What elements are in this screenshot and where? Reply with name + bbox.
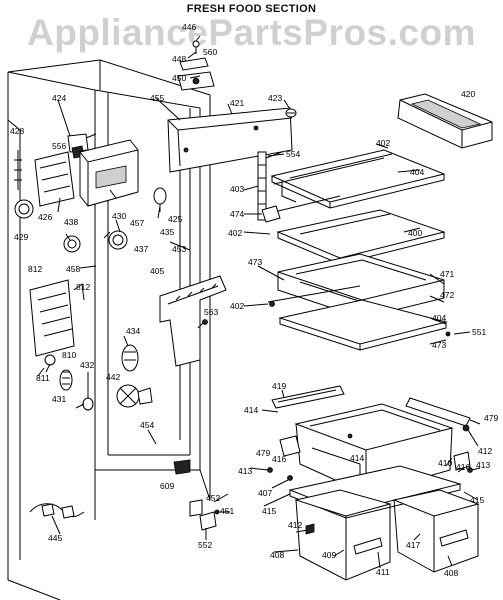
drawer-471-meat-keeper [277,253,445,319]
callout-414-upper: 414 [244,405,258,415]
callout-412-left: 412 [288,520,302,530]
diagram-title: FRESH FOOD SECTION [186,3,317,15]
callout-429: 429 [14,232,28,242]
callout-451: 451 [220,506,234,516]
callout-453: 453 [172,244,186,254]
callout-446: 446 [182,22,196,32]
callout-421: 421 [230,98,244,108]
callout-435: 435 [160,227,174,237]
pan-408-lower-right [392,489,480,573]
callout-417: 417 [406,540,420,550]
callout-448: 448 [172,54,186,64]
callout-560: 560 [203,47,217,57]
callout-410: 410 [438,458,452,468]
part-420-shelf-bin [397,93,493,149]
callout-400: 400 [408,228,422,238]
callout-442: 442 [106,372,120,382]
part-452-bottom-hinge [189,499,220,531]
callout-402-mid: 402 [228,228,242,238]
part-405-air-duct [159,275,227,367]
callout-407: 407 [258,488,272,498]
callout-412-right: 412 [478,446,492,456]
leader-lines [45,35,481,569]
callout-556: 556 [52,141,66,151]
top-hinge-assembly [177,40,215,91]
callout-415-right: 415 [470,495,484,505]
callout-424: 424 [52,93,66,103]
part-423-grommet [285,108,297,118]
callout-415-left: 415 [262,506,276,516]
callout-420: 420 [461,89,475,99]
callout-811: 811 [36,373,50,383]
callout-428: 428 [10,126,24,136]
callout-430: 430 [112,211,126,221]
callout-452: 452 [206,493,220,503]
callout-473-upper: 473 [248,257,262,267]
callout-434: 434 [126,326,140,336]
callout-409: 409 [322,550,336,560]
callout-473-lower: 473 [432,340,446,350]
callout-408-right: 408 [444,568,458,578]
control-components [14,133,167,253]
part-421-control-housing [167,107,293,173]
part-403-shelf-ladder [257,151,283,221]
callout-413-right: 413 [476,460,490,470]
callout-552: 552 [198,540,212,550]
callout-403: 403 [230,184,244,194]
shelf-402-upper [270,149,446,209]
part-number-callouts: 446 560 448 450 420 424 455 421 423 428 … [10,22,498,578]
part-609-cam [173,459,191,475]
callout-404-low: 404 [432,313,446,323]
shelf-404-upper-rails [261,157,385,223]
callout-472: 472 [440,290,454,300]
callout-471: 471 [440,269,454,279]
callout-450: 450 [172,73,186,83]
callout-425: 425 [168,214,182,224]
callout-457: 457 [130,218,144,228]
callout-414-lower: 414 [350,453,364,463]
callout-437: 437 [134,244,148,254]
callout-812-upper: 812 [28,264,42,274]
cover-419-crisper-frame [271,385,471,427]
callout-474: 474 [230,209,244,219]
callout-609: 609 [160,481,174,491]
callout-405: 405 [150,266,164,276]
callout-551: 551 [472,327,486,337]
callout-408-left: 408 [270,550,284,560]
callout-411: 411 [376,567,390,577]
callout-563: 563 [204,307,218,317]
callout-454: 454 [140,420,154,430]
callout-812-lower: 812 [76,282,90,292]
callout-458: 458 [66,264,80,274]
rail-416-414 [267,424,473,473]
callout-404-top: 404 [410,167,424,177]
callout-810: 810 [62,350,76,360]
callout-416-right: 416 [456,462,470,472]
callout-445: 445 [48,533,62,543]
callout-432: 432 [80,360,94,370]
callout-431: 431 [52,394,66,404]
callout-419: 419 [272,381,286,391]
callout-423: 423 [268,93,282,103]
shelf-472-lower [267,285,451,351]
callout-416-left: 416 [272,454,286,464]
part-434-442-fan [116,344,153,408]
callout-426: 426 [38,212,52,222]
callout-479-left: 479 [256,448,270,458]
pan-409-lower-left [294,489,392,581]
callout-455: 455 [150,93,164,103]
part-445-wire-harness [29,503,85,519]
part-812-light-shield [29,279,85,377]
callout-554: 554 [286,149,300,159]
callout-413-left: 413 [238,466,252,476]
callout-402-low: 402 [230,301,244,311]
callout-438: 438 [64,217,78,227]
callout-402-top: 402 [376,138,390,148]
part-431-lamp [59,369,94,411]
callout-479-right: 479 [484,413,498,423]
